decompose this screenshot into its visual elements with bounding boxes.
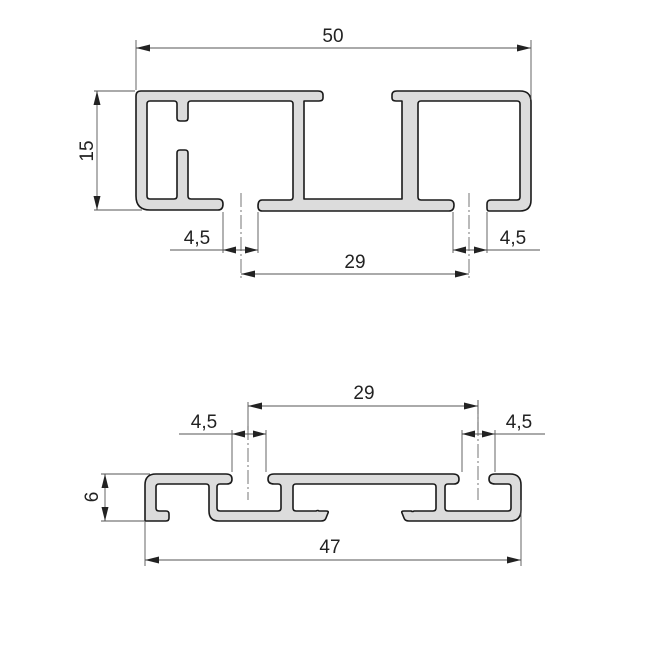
dimension-bottom-center-distance: 29 bbox=[247, 383, 479, 430]
dimension-bottom-height: 6 bbox=[82, 473, 150, 522]
top-right-slot-label: 4,5 bbox=[500, 228, 526, 249]
bottom-height-label: 6 bbox=[82, 492, 103, 503]
dimension-bottom-overall-width: 47 bbox=[144, 500, 522, 566]
top-center-distance-label: 29 bbox=[344, 252, 365, 273]
bottom-center-distance-label: 29 bbox=[353, 383, 374, 404]
bottom-profile-outline bbox=[144, 473, 522, 522]
top-height-label: 15 bbox=[77, 140, 98, 161]
bottom-overall-width-label: 47 bbox=[319, 537, 340, 558]
dimension-top-left-slot: 4,5 bbox=[170, 228, 258, 254]
dimension-bottom-right-slot: 4,5 bbox=[462, 412, 545, 438]
bottom-right-slot-label: 4,5 bbox=[506, 412, 532, 433]
top-profile bbox=[135, 90, 532, 212]
dimension-top-overall-width: 50 bbox=[135, 26, 532, 100]
bottom-left-slot-label: 4,5 bbox=[191, 412, 217, 433]
dimension-bottom-left-slot: 4,5 bbox=[179, 412, 266, 438]
top-left-slot-label: 4,5 bbox=[184, 228, 210, 249]
top-profile-left-section bbox=[135, 90, 532, 212]
dimension-top-center-distance: 29 bbox=[241, 252, 469, 278]
top-overall-width-label: 50 bbox=[322, 26, 343, 47]
dimension-top-right-slot: 4,5 bbox=[453, 228, 540, 254]
dimension-top-height: 15 bbox=[77, 90, 142, 211]
